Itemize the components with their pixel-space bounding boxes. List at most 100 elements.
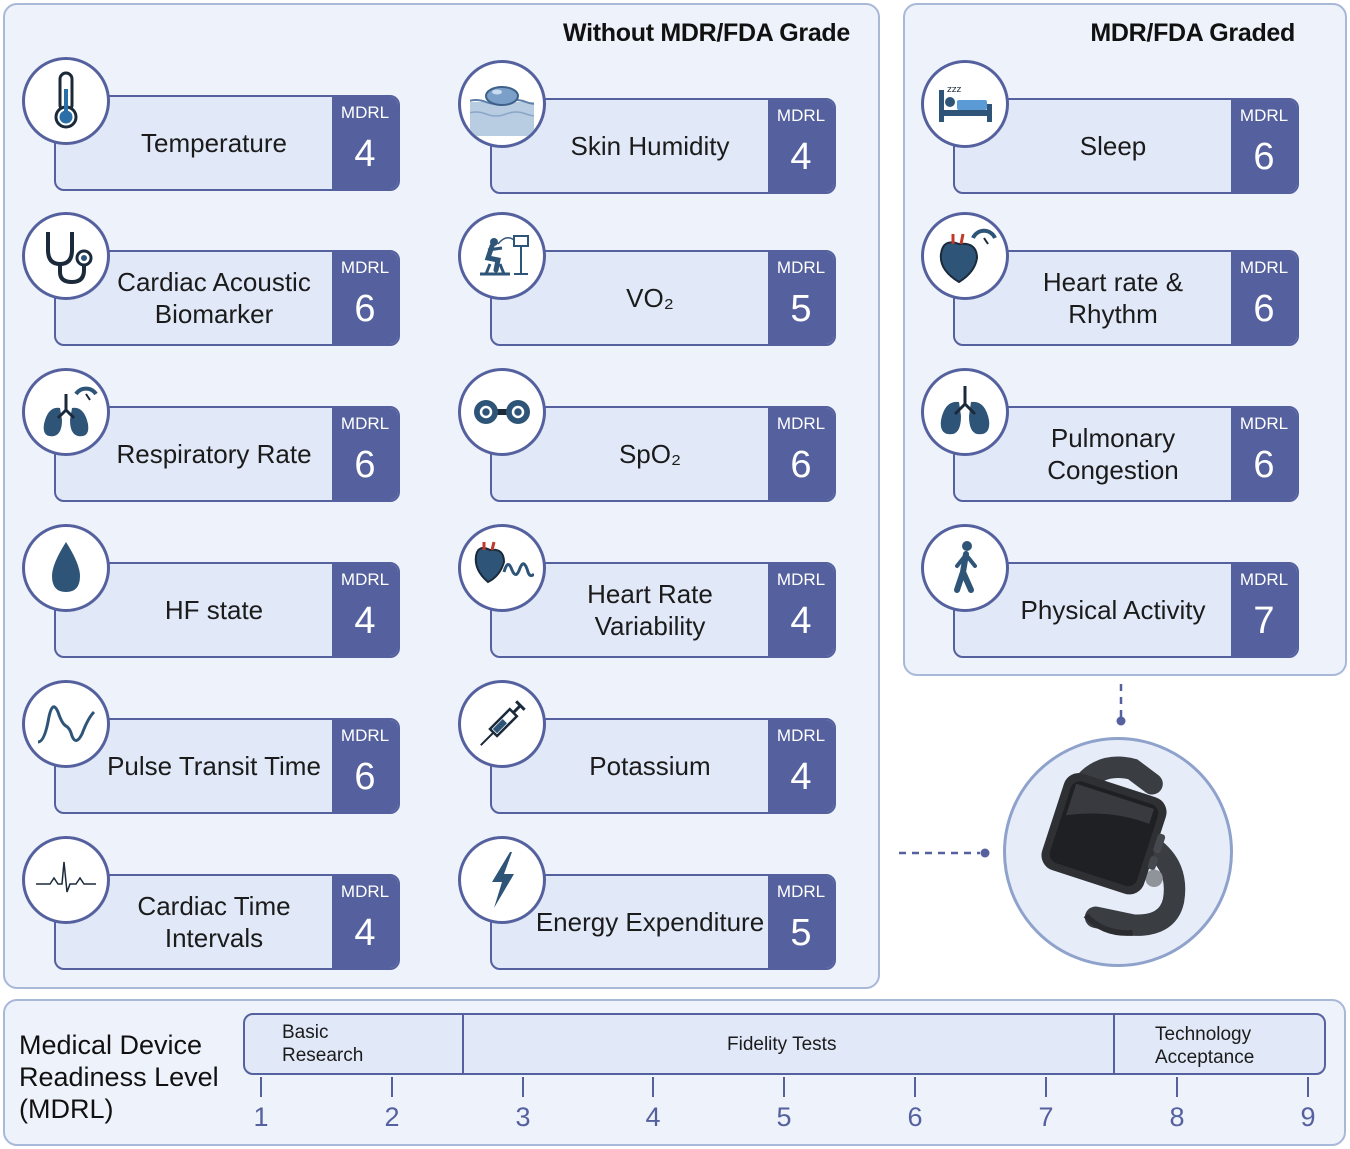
skin-droplet-icon <box>458 60 546 148</box>
mdrl-badge: MDRL 4 <box>332 97 398 189</box>
mdrl-value: 4 <box>354 912 376 954</box>
segment-technology-acceptance: Technology Acceptance <box>1155 1024 1255 1068</box>
mdrl-label: MDRL <box>340 570 390 589</box>
heart-wave-icon <box>458 524 546 612</box>
card-body: MDRL 6 Respiratory Rate <box>54 406 400 502</box>
card-potassium: MDRL 4 Potassium <box>458 680 836 816</box>
level-tick <box>260 1077 262 1097</box>
card-body: MDRL 6 Sleep <box>953 98 1299 194</box>
card-body: MDRL 7 Physical Activity <box>953 562 1299 658</box>
card-hrv: MDRL 4 Heart Rate Variability <box>458 524 836 660</box>
card-skin-humidity: MDRL 4 Skin Humidity <box>458 60 836 196</box>
card-label: SpO₂ <box>618 439 682 469</box>
bed-icon: zzz <box>921 60 1009 148</box>
mdrl-value: 6 <box>354 288 376 330</box>
card-sleep: MDRL 6 Sleep zzz <box>921 60 1299 196</box>
mdrl-badge: MDRL 4 <box>768 100 834 192</box>
exercise-bike-icon <box>458 212 546 300</box>
mdrl-label: MDRL <box>776 414 826 433</box>
card-body: MDRL 5 VO₂ <box>490 250 836 346</box>
card-label: Respiratory Rate <box>116 439 312 469</box>
segment-divider <box>1113 1015 1115 1073</box>
mdrl-label: MDRL <box>1239 414 1289 433</box>
card-respiratory-rate: MDRL 6 Respiratory Rate <box>22 368 400 504</box>
mdrl-badge: MDRL 6 <box>1231 252 1297 344</box>
pulse-wave-icon <box>22 680 110 768</box>
mdrl-value: 6 <box>1253 288 1275 330</box>
card-body: MDRL 4 Temperature <box>54 95 400 191</box>
segment-basic-research: Basic Research <box>282 1022 364 1066</box>
ecg-icon <box>22 836 110 924</box>
level-tick <box>1307 1077 1309 1097</box>
card-body: MDRL 6 Heart rate & Rhythm <box>953 250 1299 346</box>
card-label: Skin Humidity <box>570 131 730 161</box>
card-label: Heart Rate Variability <box>587 579 713 641</box>
card-label: Cardiac Acoustic Biomarker <box>117 267 311 329</box>
mdrl-label: MDRL <box>776 882 826 901</box>
card-label: Sleep <box>1079 131 1147 161</box>
card-hf-state: MDRL 4 HF state <box>22 524 400 660</box>
card-physical-activity: MDRL 7 Physical Activity <box>921 524 1299 660</box>
svg-text:zzz: zzz <box>947 85 961 95</box>
mdrl-badge: MDRL 4 <box>332 564 398 656</box>
mdrl-badge: MDRL 5 <box>768 252 834 344</box>
mdrl-value: 4 <box>354 133 376 175</box>
mdrl-label: MDRL <box>340 882 390 901</box>
level-tick <box>1176 1077 1178 1097</box>
level-6: 6 <box>907 1102 923 1132</box>
card-body: MDRL 6 SpO₂ <box>490 406 836 502</box>
mdrl-value: 6 <box>354 756 376 798</box>
level-4: 4 <box>645 1102 661 1132</box>
without-grade-title: Without MDR/FDA Grade <box>563 19 850 47</box>
card-temperature: MDRL 4 Temperature <box>22 57 400 193</box>
card-label: Physical Activity <box>1020 595 1206 625</box>
mdrl-label: MDRL <box>776 570 826 589</box>
thermometer-icon <box>22 57 110 145</box>
graded-title: MDR/FDA Graded <box>1090 19 1295 47</box>
card-label: Temperature <box>141 128 287 158</box>
mdrl-label: MDRL <box>1239 106 1289 125</box>
mdrl-value: 6 <box>790 444 812 486</box>
mdrl-badge: MDRL 4 <box>768 720 834 812</box>
segment-divider <box>462 1015 464 1073</box>
level-1: 1 <box>253 1102 269 1132</box>
card-body: MDRL 6 Cardiac Acoustic Biomarker <box>54 250 400 346</box>
card-label: Pulmonary Congestion <box>1047 423 1179 485</box>
mdrl-label: MDRL <box>776 258 826 277</box>
card-vo2: MDRL 5 VO₂ <box>458 212 836 348</box>
card-energy-expenditure: MDRL 5 Energy Expenditure <box>458 836 836 972</box>
level-tick <box>652 1077 654 1097</box>
mdrl-label: MDRL <box>1239 570 1289 589</box>
level-9: 9 <box>1300 1102 1316 1132</box>
level-tick <box>391 1077 393 1097</box>
mdrl-badge: MDRL 6 <box>1231 100 1297 192</box>
card-label: Potassium <box>589 751 711 781</box>
level-2: 2 <box>384 1102 400 1132</box>
mdrl-badge: MDRL 6 <box>332 408 398 500</box>
mdrl-label: MDRL <box>340 103 390 122</box>
level-5: 5 <box>776 1102 792 1132</box>
level-tick <box>783 1077 785 1097</box>
card-label: VO₂ <box>626 283 674 313</box>
mdrl-value: 6 <box>1253 444 1275 486</box>
mdrl-badge: MDRL 4 <box>768 564 834 656</box>
lightning-icon <box>458 836 546 924</box>
heart-gauge-icon <box>921 212 1009 300</box>
card-label: Heart rate & Rhythm <box>1042 267 1184 329</box>
card-heart-rate: MDRL 6 Heart rate & Rhythm <box>921 212 1299 348</box>
mdrl-label: MDRL <box>340 726 390 745</box>
mdrl-label: MDRL <box>776 726 826 745</box>
card-pulmonary-congestion: MDRL 6 Pulmonary Congestion <box>921 368 1299 504</box>
mdrl-value: 4 <box>354 600 376 642</box>
level-8: 8 <box>1169 1102 1185 1132</box>
mdrl-label: MDRL <box>340 258 390 277</box>
card-spo2: MDRL 6 SpO₂ <box>458 368 836 504</box>
lungs-gauge-icon <box>22 368 110 456</box>
level-tick <box>1045 1077 1047 1097</box>
mdrl-value: 7 <box>1253 600 1275 642</box>
level-3: 3 <box>515 1102 531 1132</box>
card-body: MDRL 4 Heart Rate Variability <box>490 562 836 658</box>
mdrl-value: 4 <box>790 600 812 642</box>
lungs-icon <box>921 368 1009 456</box>
